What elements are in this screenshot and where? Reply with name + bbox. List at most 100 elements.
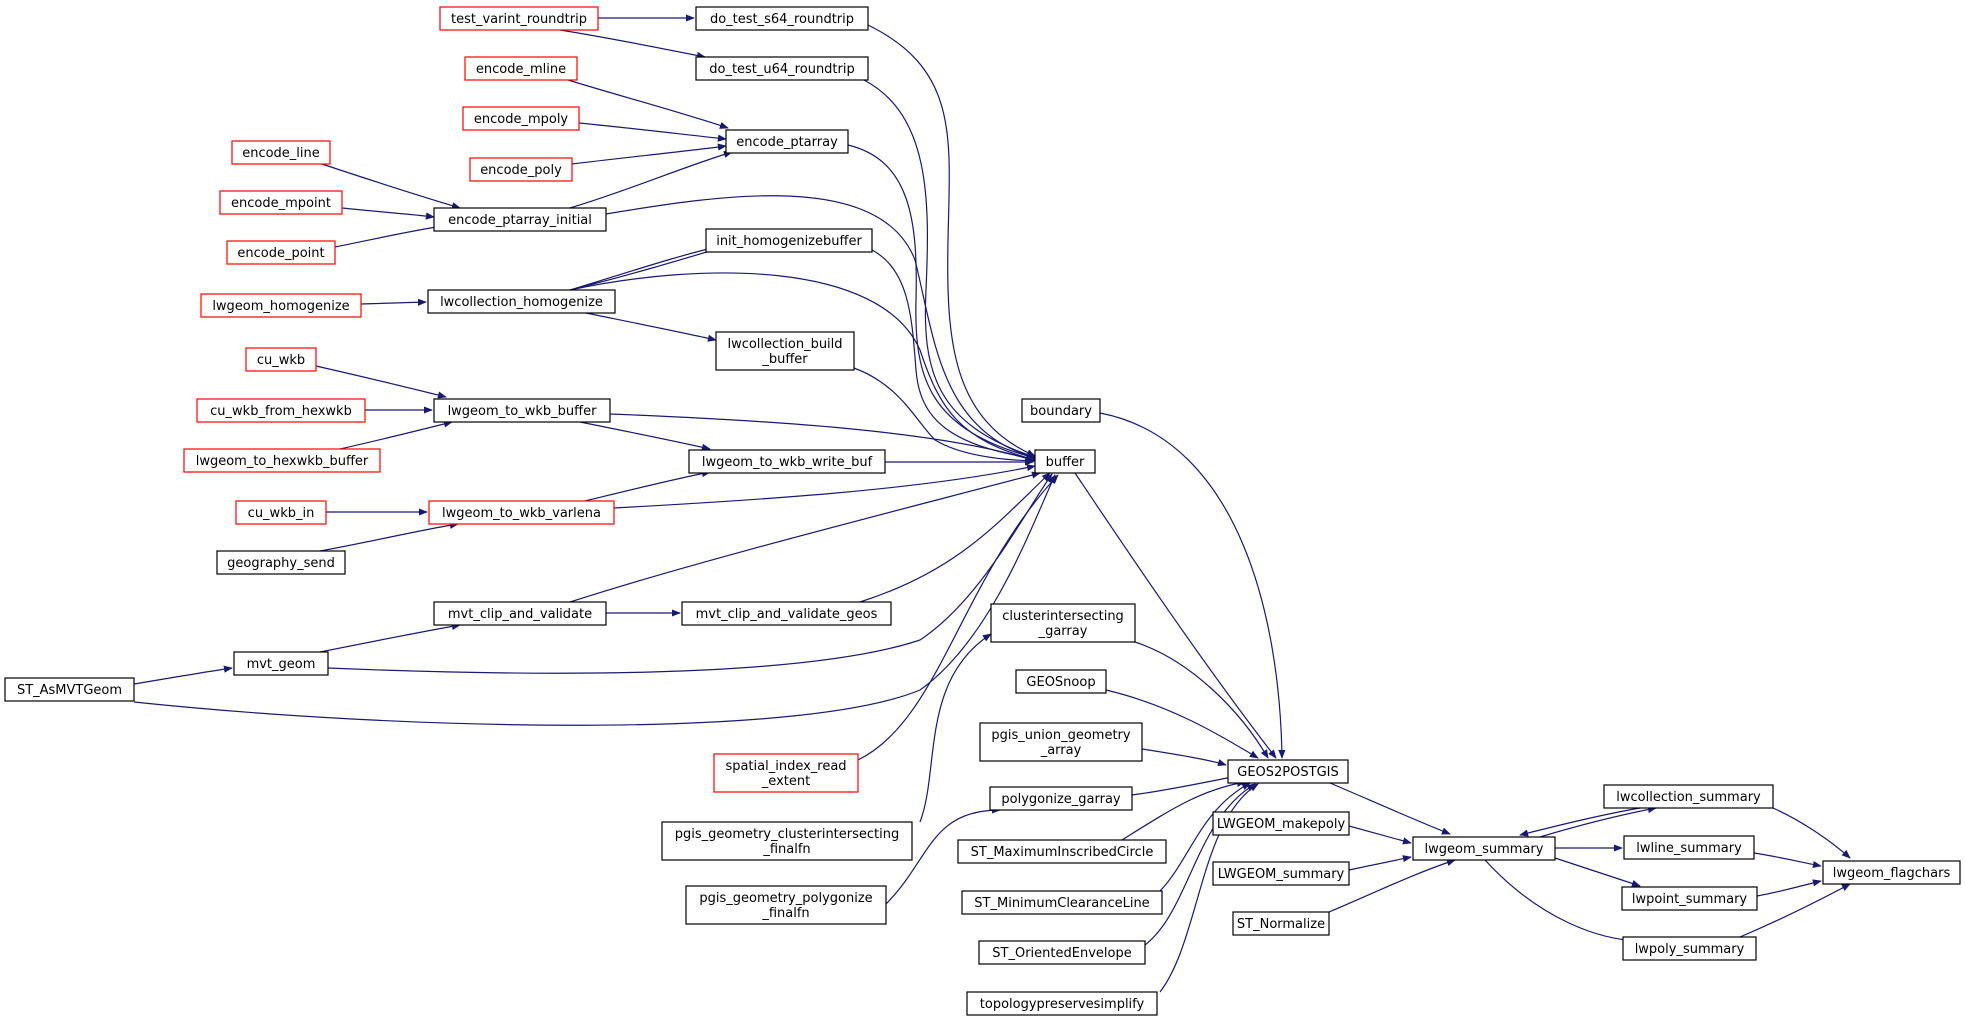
node-pgis_union_geometry_array[interactable]: pgis_union_geometry_array [979,722,1143,762]
node-box[interactable] [713,753,859,793]
node-box[interactable] [1622,936,1757,961]
node-mvt_clip_and_validate[interactable]: mvt_clip_and_validate [433,601,607,626]
node-box[interactable] [685,885,887,925]
node-lwpoly_summary[interactable]: lwpoly_summary [1622,936,1757,961]
node-pgis_geometry_clusterintersecting_finalfn[interactable]: pgis_geometry_clusterintersecting_finalf… [661,821,913,861]
node-box[interactable] [226,240,336,265]
node-lwcollection_homogenize[interactable]: lwcollection_homogenize [427,289,616,314]
node-ST_Normalize[interactable]: ST_Normalize [1232,911,1330,936]
node-box[interactable] [715,331,855,371]
node-polygonize_garray[interactable]: polygonize_garray [989,786,1133,811]
node-lwgeom_to_wkb_varlena[interactable]: lwgeom_to_wkb_varlena [428,500,615,525]
node-box[interactable] [681,601,892,626]
node-box[interactable] [433,207,607,232]
node-box[interactable] [978,940,1146,965]
node-ST_AsMVTGeom[interactable]: ST_AsMVTGeom [4,677,135,702]
node-box[interactable] [219,190,343,215]
node-encode_point[interactable]: encode_point [226,240,336,265]
node-lwgeom_to_hexwkb_buffer[interactable]: lwgeom_to_hexwkb_buffer [183,448,381,473]
node-box[interactable] [661,821,913,861]
node-do_test_s64_roundtrip[interactable]: do_test_s64_roundtrip [695,6,869,31]
node-GEOSnoop[interactable]: GEOSnoop [1015,669,1107,694]
node-box[interactable] [233,651,329,676]
node-box[interactable] [688,449,886,474]
node-box[interactable] [966,991,1158,1016]
node-LWGEOM_summary[interactable]: LWGEOM_summary [1212,861,1350,886]
node-box[interactable] [1034,449,1096,474]
node-box[interactable] [1212,861,1350,886]
node-box[interactable] [196,398,366,423]
node-box[interactable] [216,550,346,575]
node-mvt_clip_and_validate_geos[interactable]: mvt_clip_and_validate_geos [681,601,892,626]
node-box[interactable] [1412,836,1556,861]
node-encode_poly[interactable]: encode_poly [469,157,573,182]
node-box[interactable] [1623,835,1755,860]
node-box[interactable] [464,56,578,81]
node-encode_mline[interactable]: encode_mline [464,56,578,81]
node-spatial_index_read_extent[interactable]: spatial_index_read_extent [713,753,859,793]
node-box[interactable] [245,347,317,372]
node-clusterintersecting_garray[interactable]: clusterintersecting_garray [990,603,1136,643]
node-box[interactable] [961,890,1163,915]
node-topologypreservesimplify[interactable]: topologypreservesimplify [966,991,1158,1016]
node-box[interactable] [200,293,362,318]
node-box[interactable] [462,106,580,131]
node-box[interactable] [1227,759,1349,784]
node-cu_wkb_from_hexwkb[interactable]: cu_wkb_from_hexwkb [196,398,366,423]
node-encode_line[interactable]: encode_line [231,140,331,165]
node-box[interactable] [428,500,615,525]
node-LWGEOM_makepoly[interactable]: LWGEOM_makepoly [1212,811,1350,836]
node-mvt_geom[interactable]: mvt_geom [233,651,329,676]
node-lwgeom_to_wkb_buffer[interactable]: lwgeom_to_wkb_buffer [433,398,611,423]
node-cu_wkb_in[interactable]: cu_wkb_in [235,500,327,525]
node-GEOS2POSTGIS[interactable]: GEOS2POSTGIS [1227,759,1349,784]
node-box[interactable] [469,157,573,182]
node-lwcollection_build_buffer[interactable]: lwcollection_build_buffer [715,331,855,371]
node-ST_MinimumClearanceLine[interactable]: ST_MinimumClearanceLine [961,890,1163,915]
node-box[interactable] [957,839,1167,864]
node-lwgeom_summary[interactable]: lwgeom_summary [1412,836,1556,861]
node-box[interactable] [990,603,1136,643]
node-encode_mpoint[interactable]: encode_mpoint [219,190,343,215]
node-boundary[interactable]: boundary [1021,398,1101,423]
node-encode_ptarray_initial[interactable]: encode_ptarray_initial [433,207,607,232]
node-box[interactable] [695,56,869,81]
node-box[interactable] [4,677,135,702]
node-box[interactable] [695,6,869,31]
node-box[interactable] [979,722,1143,762]
node-init_homogenizebuffer[interactable]: init_homogenizebuffer [705,228,873,253]
node-box[interactable] [439,6,599,31]
node-box[interactable] [1232,911,1330,936]
node-box[interactable] [705,228,873,253]
node-box[interactable] [183,448,381,473]
node-cu_wkb[interactable]: cu_wkb [245,347,317,372]
node-lwgeom_to_wkb_write_buf[interactable]: lwgeom_to_wkb_write_buf [688,449,886,474]
node-box[interactable] [1822,860,1961,885]
node-lwpoint_summary[interactable]: lwpoint_summary [1621,886,1758,911]
node-box[interactable] [235,500,327,525]
node-box[interactable] [989,786,1133,811]
node-lwgeom_flagchars[interactable]: lwgeom_flagchars [1822,860,1961,885]
node-geography_send[interactable]: geography_send [216,550,346,575]
node-pgis_geometry_polygonize_finalfn[interactable]: pgis_geometry_polygonize_finalfn [685,885,887,925]
node-test_varint_roundtrip[interactable]: test_varint_roundtrip [439,6,599,31]
node-box[interactable] [1021,398,1101,423]
node-ST_OrientedEnvelope[interactable]: ST_OrientedEnvelope [978,940,1146,965]
node-lwgeom_homogenize[interactable]: lwgeom_homogenize [200,293,362,318]
node-box[interactable] [1621,886,1758,911]
node-box[interactable] [231,140,331,165]
node-encode_mpoly[interactable]: encode_mpoly [462,106,580,131]
node-box[interactable] [1603,784,1774,809]
node-box[interactable] [433,398,611,423]
node-box[interactable] [725,129,849,154]
node-lwline_summary[interactable]: lwline_summary [1623,835,1755,860]
node-buffer[interactable]: buffer [1034,449,1096,474]
node-lwcollection_summary[interactable]: lwcollection_summary [1603,784,1774,809]
node-ST_MaximumInscribedCircle[interactable]: ST_MaximumInscribedCircle [957,839,1167,864]
node-box[interactable] [427,289,616,314]
node-box[interactable] [433,601,607,626]
node-box[interactable] [1212,811,1350,836]
node-encode_ptarray[interactable]: encode_ptarray [725,129,849,154]
node-box[interactable] [1015,669,1107,694]
node-do_test_u64_roundtrip[interactable]: do_test_u64_roundtrip [695,56,869,81]
